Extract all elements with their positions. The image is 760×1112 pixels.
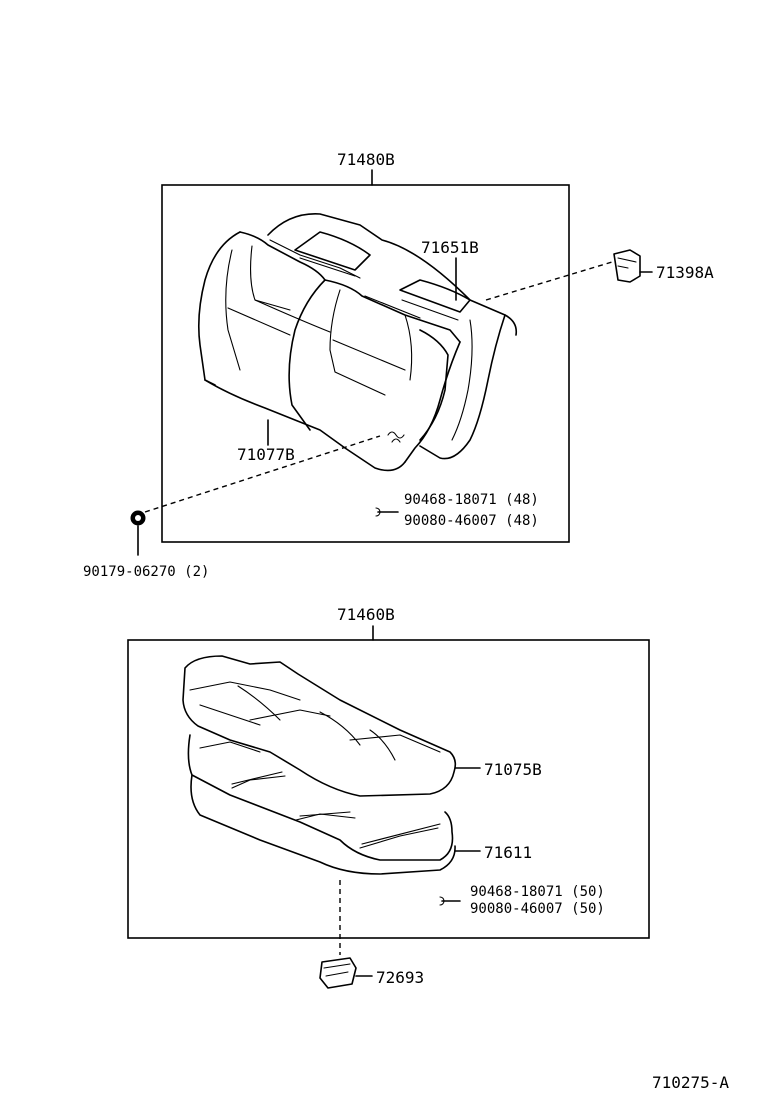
- seatback-illustration: [197, 213, 518, 472]
- seat-lock-icon: [319, 957, 357, 989]
- illustration-number: 710275-A: [652, 1073, 729, 1092]
- seatback-assembly-label[interactable]: 71480B: [337, 150, 395, 169]
- cushion-illustration: [182, 655, 457, 875]
- seatback-assembly-group: 71480B: [161, 150, 570, 543]
- seatback-frame: [161, 184, 570, 543]
- seatback-pad-label[interactable]: 71077B: [237, 445, 295, 464]
- seatback-hog-ring-2-label[interactable]: 90080-46007 (48): [404, 513, 539, 529]
- hog-ring-icon: [439, 896, 461, 906]
- cushion-hog-ring-1-label[interactable]: 90468-18071 (50): [470, 884, 605, 900]
- lock-part-label[interactable]: 72693: [376, 968, 424, 987]
- cushion-assembly-group: 71460B 71075B 71611: [127, 605, 650, 939]
- cushion-assembly-label[interactable]: 71460B: [337, 605, 395, 624]
- seatback-cover-label[interactable]: 71651B: [421, 238, 479, 257]
- clip-nut-icon: [130, 510, 146, 526]
- clip-part-group: 90179-06270 (2): [83, 435, 381, 580]
- lock-part-group: 72693: [319, 880, 424, 989]
- cushion-cover-label[interactable]: 71075B: [484, 760, 542, 779]
- hog-ring-icon: [375, 507, 399, 517]
- cushion-pad-label[interactable]: 71611: [484, 843, 532, 862]
- hook-part-group: 71398A: [485, 249, 714, 301]
- cushion-frame: [127, 639, 650, 939]
- hook-part-label[interactable]: 71398A: [656, 263, 714, 282]
- cushion-hog-ring-2-label[interactable]: 90080-46007 (50): [470, 901, 605, 917]
- clip-part-label[interactable]: 90179-06270 (2): [83, 564, 209, 580]
- hook-icon: [613, 249, 641, 283]
- seatback-hog-ring-1-label[interactable]: 90468-18071 (48): [404, 492, 539, 508]
